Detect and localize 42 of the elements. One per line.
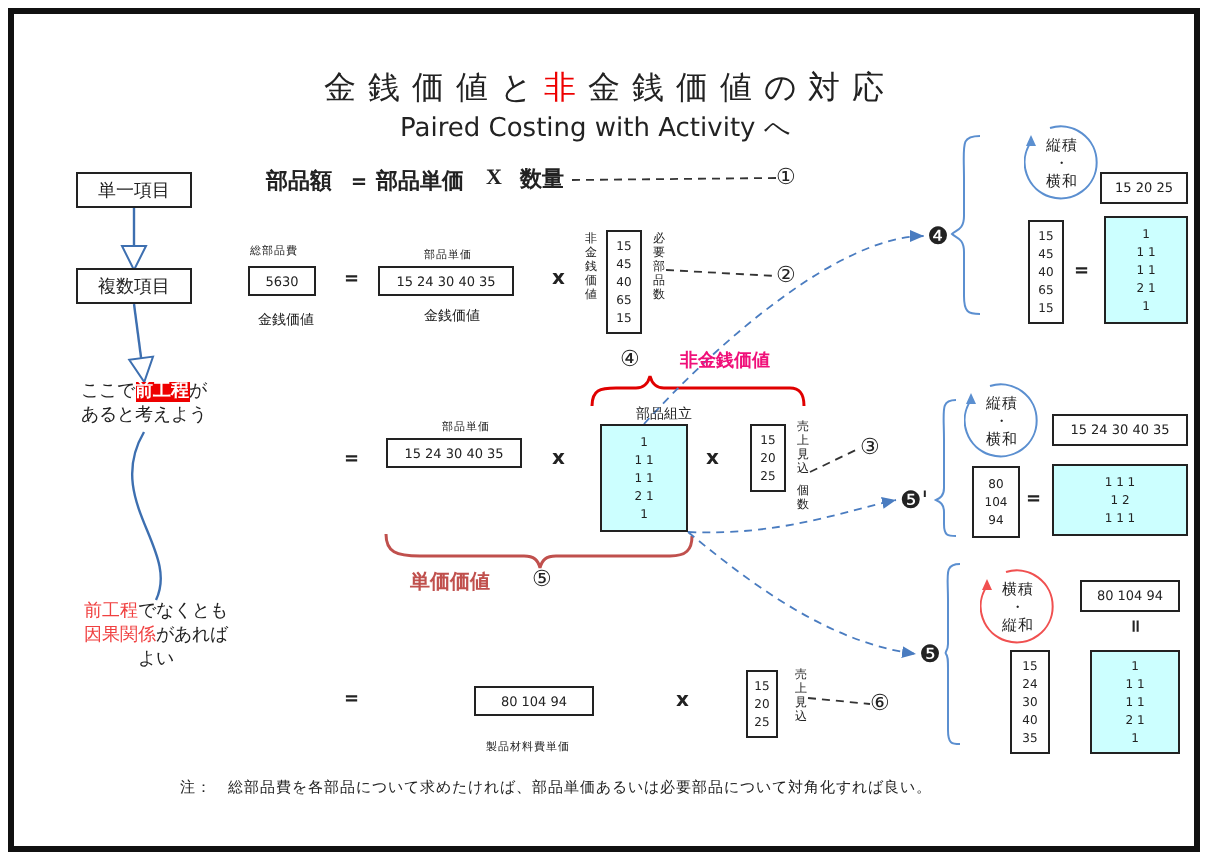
- equals-sign: =: [1074, 262, 1090, 282]
- leader-line: [809, 447, 861, 473]
- circled-number: ⑥: [870, 690, 898, 718]
- arrow: [128, 303, 155, 383]
- dashed-arrow: [687, 531, 917, 658]
- note-text: 前工程でなくとも因果関係があればよい: [80, 600, 232, 680]
- subtitle: Paired Costing with Activity へ: [400, 112, 790, 146]
- leader-line: [571, 177, 777, 181]
- item-box: 単一項目: [76, 172, 192, 208]
- multiply-sign: x: [552, 448, 565, 470]
- step-number: ❹: [924, 222, 952, 250]
- dashed-arrow: [643, 231, 925, 425]
- formula-text: 数量: [520, 166, 572, 194]
- multiply-sign: X: [486, 166, 502, 190]
- item-box: 複数項目: [76, 268, 192, 304]
- circled-number: ①: [776, 164, 804, 192]
- dashed-arrow: [687, 497, 897, 534]
- formula-text: 部品単価: [376, 166, 464, 196]
- equals-sign: =: [1123, 618, 1144, 634]
- circled-number: ③: [860, 434, 888, 462]
- multiply-sign: x: [552, 268, 565, 290]
- step-number: ❺: [916, 640, 944, 668]
- equals-sign: =: [344, 270, 360, 290]
- leader-line: [807, 697, 871, 705]
- bracket-title: 非金銭価値: [680, 348, 770, 374]
- multiply-sign: x: [676, 690, 689, 712]
- formula-text: 部品額: [266, 166, 332, 196]
- connector-line: [131, 431, 162, 601]
- diagram-title: 金銭価値と非金銭価値の対応: [322, 68, 898, 110]
- equals-sign: ＝: [348, 166, 370, 196]
- bracket-title: 単価価値: [410, 569, 490, 596]
- arrow: [121, 208, 147, 271]
- equals-sign: =: [1026, 490, 1042, 510]
- equals-sign: =: [344, 450, 360, 470]
- circled-number: ⑤: [532, 566, 552, 592]
- multiply-sign: x: [706, 448, 719, 470]
- circled-number: ④: [620, 346, 640, 372]
- circled-number: ②: [776, 262, 804, 290]
- step-number: ❺': [896, 486, 932, 514]
- note-text: ここで前工程があると考えよう: [76, 380, 212, 432]
- equals-sign: =: [344, 690, 360, 710]
- leader-line: [665, 269, 777, 277]
